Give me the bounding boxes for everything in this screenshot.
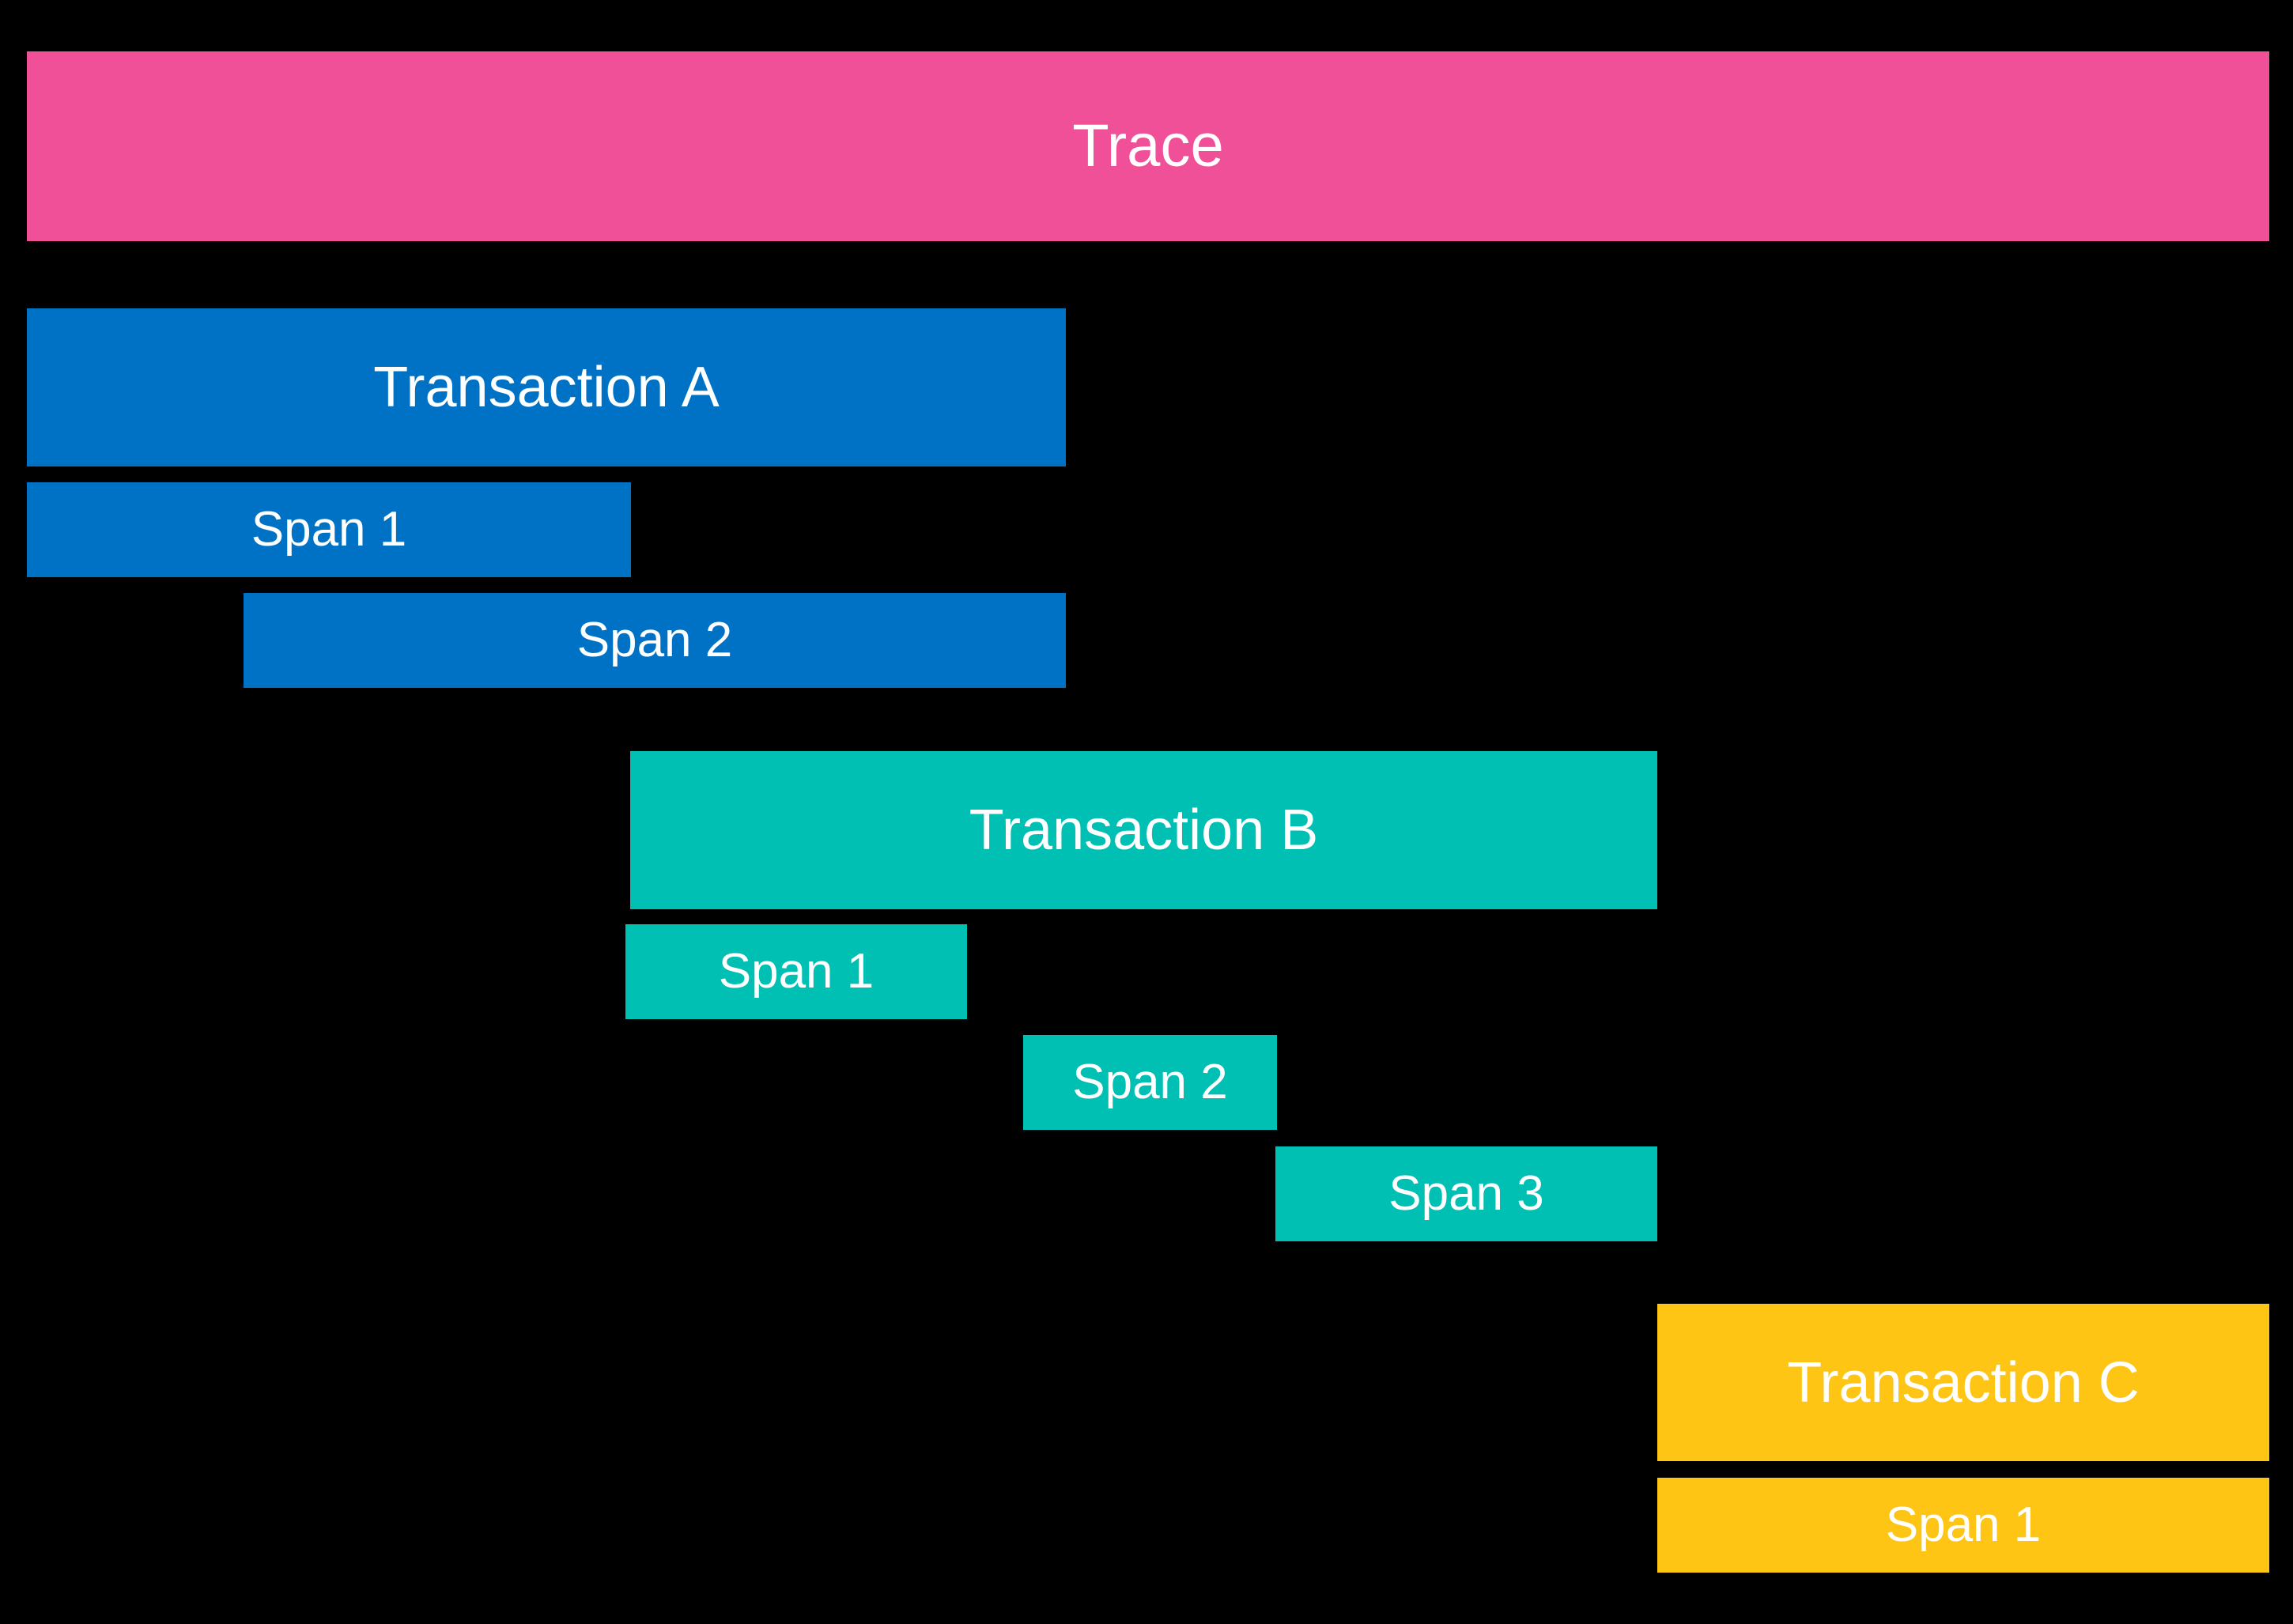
bar-transaction-b[interactable]: Transaction B [630,751,1657,909]
bar-transaction-c-span-1[interactable]: Span 1 [1657,1478,2269,1573]
transaction-b-span-2-label: Span 2 [1072,1055,1228,1109]
bar-transaction-a-span-2[interactable]: Span 2 [244,593,1066,688]
transaction-c-label: Transaction C [1787,1350,2140,1414]
transaction-c-span-1-label: Span 1 [1885,1497,2042,1552]
transaction-b-label: Transaction B [969,799,1319,862]
bar-transaction-b-span-1[interactable]: Span 1 [625,924,967,1019]
transaction-a-span-2-label: Span 2 [576,613,733,667]
transaction-b-span-3-label: Span 3 [1388,1166,1544,1221]
transaction-a-label: Transaction A [373,356,720,419]
bar-transaction-b-span-2[interactable]: Span 2 [1023,1035,1277,1130]
transaction-a-span-1-label: Span 1 [251,502,407,557]
bar-transaction-c[interactable]: Transaction C [1657,1304,2269,1461]
bar-transaction-a-span-1[interactable]: Span 1 [27,482,631,577]
trace-label: Trace [1072,112,1224,179]
bar-transaction-b-span-3[interactable]: Span 3 [1275,1146,1657,1241]
bar-trace[interactable]: Trace [27,51,2269,241]
transaction-b-span-1-label: Span 1 [718,944,875,999]
bar-transaction-a[interactable]: Transaction A [27,308,1066,466]
